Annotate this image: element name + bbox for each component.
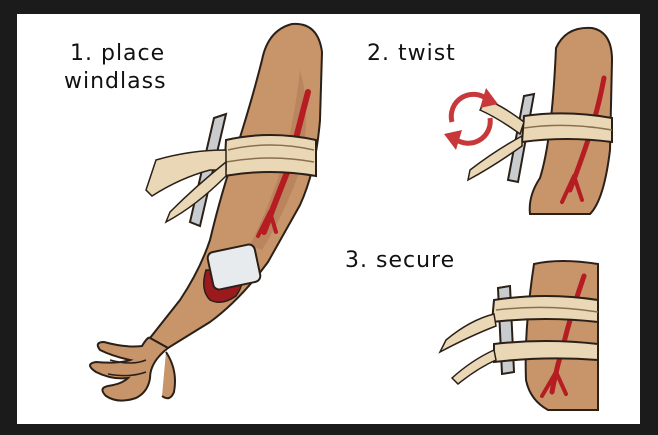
step2-label: 2. twist [367,41,456,67]
step1-label-line2: windlass [64,69,167,95]
step2-arm [444,28,612,214]
step1-label-line1: 1. place [70,41,165,67]
step3-arm [440,261,598,410]
step3-label: 3. secure [345,248,455,274]
twist-arrows-icon [444,88,498,150]
